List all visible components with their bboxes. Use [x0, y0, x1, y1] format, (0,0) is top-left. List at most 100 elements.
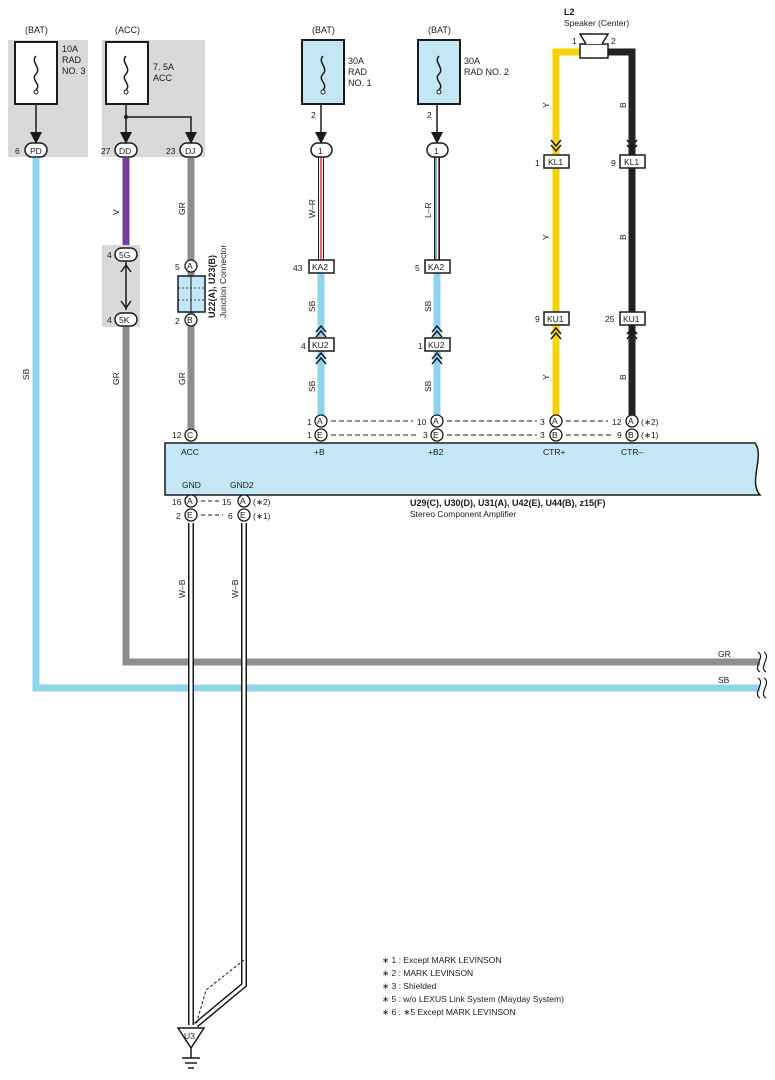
conn-ku1b: [619, 311, 646, 326]
conn-ka2a-id: KA2: [312, 262, 328, 272]
amp-gnd-label: GND: [182, 480, 201, 490]
note-6: ∗ 6 : ∗5 Except MARK LEVINSON: [382, 1007, 516, 1017]
ground-id: U3: [184, 1031, 195, 1041]
label-y1: Y: [541, 102, 551, 108]
conn-5k: [114, 312, 138, 327]
amp-b1-pin: 1: [307, 417, 312, 427]
conn-dd-pin: 27: [101, 146, 111, 156]
junction-letter-a: A: [187, 261, 193, 271]
label-b1: B: [618, 102, 628, 108]
conn-5k-pin: 4: [107, 315, 112, 325]
conn-ku1a-id: KU1: [547, 314, 564, 324]
label-gr-right: GR: [718, 649, 731, 659]
conn-ku2a-id: KU2: [312, 340, 329, 350]
amp-gnd2-label: GND2: [230, 480, 254, 490]
conn-pd-pin: 6: [15, 146, 20, 156]
conn-ka2a: [308, 259, 335, 274]
note-5: ∗ 5 : w/o LEXUS Link System (Mayday Syst…: [382, 994, 564, 1004]
amplifier-box: [164, 442, 762, 496]
fuse-acc-name: ACC: [153, 73, 173, 83]
amp-b2-letter: E: [317, 430, 323, 440]
fuse-rad3-name2: NO. 3: [62, 66, 86, 76]
fuse-rad1-source: (BAT): [312, 25, 335, 35]
amp-ctrp2-pin: 3: [540, 430, 545, 440]
label-b2: B: [618, 234, 628, 240]
conn-ka2a-pin: 43: [293, 263, 303, 273]
amp-ctrm1-note: (∗2): [641, 417, 659, 427]
label-lr: L–R: [423, 202, 433, 218]
amp-ctrm1-pin: 12: [612, 417, 622, 427]
label-sb-b1: SB: [307, 300, 317, 312]
fuse-rad2-icon: [436, 55, 442, 91]
label-wb2: W–B: [230, 579, 240, 598]
fuse-rad2-pin: 2: [427, 110, 432, 120]
amp-b2a-letter: A: [433, 416, 439, 426]
conn-5g: [114, 247, 138, 262]
conn-pd: [24, 142, 48, 158]
amp-g2a-pin: 15: [222, 497, 232, 507]
amp-ctrm-label: CTR–: [621, 447, 643, 457]
amp-b2-pin: 1: [307, 430, 312, 440]
amp-ctrm2-note: (∗1): [641, 430, 659, 440]
label-y3: Y: [541, 374, 551, 380]
conn-kl1a-pin: 1: [535, 158, 540, 168]
conn-kl1a: [543, 154, 570, 169]
fuse-rad3-icon: [33, 55, 39, 91]
conn-ku1b-pin: 25: [605, 314, 615, 324]
label-gr-upper: GR: [177, 202, 187, 215]
fuse-rad1-icon: [320, 55, 326, 91]
conn-dj: [179, 142, 203, 158]
amplifier-name: U29(C), U30(D), U31(A), U42(E), U44(B), …: [410, 498, 606, 508]
amp-ctrp1-pin: 3: [540, 417, 545, 427]
note-1: ∗ 1 : Except MARK LEVINSON: [382, 955, 502, 965]
conn-dj-pin: 23: [166, 146, 176, 156]
conn-kl1b: [619, 154, 646, 169]
label-wr: W–R: [307, 199, 317, 218]
conn-ku2a: [308, 337, 335, 352]
label-sb-b2a: SB: [423, 300, 433, 312]
conn-dd: [114, 142, 138, 158]
ground-icon: [176, 1027, 206, 1050]
amp-ctrm1-letter: A: [628, 416, 634, 426]
amp-acc-label: ACC: [181, 447, 199, 457]
amp-gnd1-letter: A: [187, 496, 193, 506]
amp-ctrp2-letter: B: [552, 430, 558, 440]
amp-b-label: +B: [314, 447, 325, 457]
amp-gnd2p-pin: 2: [176, 511, 181, 521]
conn-5g-pin: 4: [107, 250, 112, 260]
amp-gnd1-pin: 16: [172, 497, 182, 507]
conn-dd-id: DD: [119, 146, 131, 156]
amp-g2a-letter: A: [240, 496, 246, 506]
speaker-name: Speaker (Center): [564, 18, 629, 28]
amp-g2b-pin: 6: [228, 511, 233, 521]
fuse-rad1-pin: 2: [311, 110, 316, 120]
amp-ctrp1-letter: A: [552, 416, 558, 426]
conn-kl1b-id: KL1: [624, 157, 639, 167]
conn-ku1b-id: KU1: [623, 314, 640, 324]
conn-dj-id: DJ: [185, 146, 195, 156]
conn-ku2b-pin: 1: [418, 341, 423, 351]
label-sb-b2: SB: [307, 380, 317, 392]
conn-5g-id: 5G: [119, 250, 130, 260]
fuse-acc-rating: 7. 5A: [153, 62, 174, 72]
fuse-acc-source: (ACC): [115, 25, 140, 35]
speaker-pin2: 2: [611, 36, 616, 46]
conn-rad1-id: 1: [318, 146, 323, 156]
speaker-icon: [579, 43, 609, 59]
conn-ka2b: [424, 259, 451, 274]
conn-ku1a: [543, 311, 570, 326]
amp-b1-letter: A: [317, 416, 323, 426]
amp-gnd2p-letter: E: [187, 510, 193, 520]
conn-kl1b-pin: 9: [611, 158, 616, 168]
wire-gr-main: [122, 325, 760, 666]
fuse-rad1-name1: RAD: [348, 67, 368, 77]
conn-rad1: [310, 142, 333, 158]
fuse-rad3-name1: RAD: [62, 55, 82, 65]
label-b3: B: [618, 374, 628, 380]
label-gr-acc: GR: [177, 372, 187, 385]
junction-name: U22(A), U23(B): [207, 255, 217, 318]
fuse-rad2-name: RAD NO. 2: [464, 67, 509, 77]
amp-b2b-letter: E: [433, 430, 439, 440]
fuse-rad1-name2: NO. 1: [348, 78, 372, 88]
